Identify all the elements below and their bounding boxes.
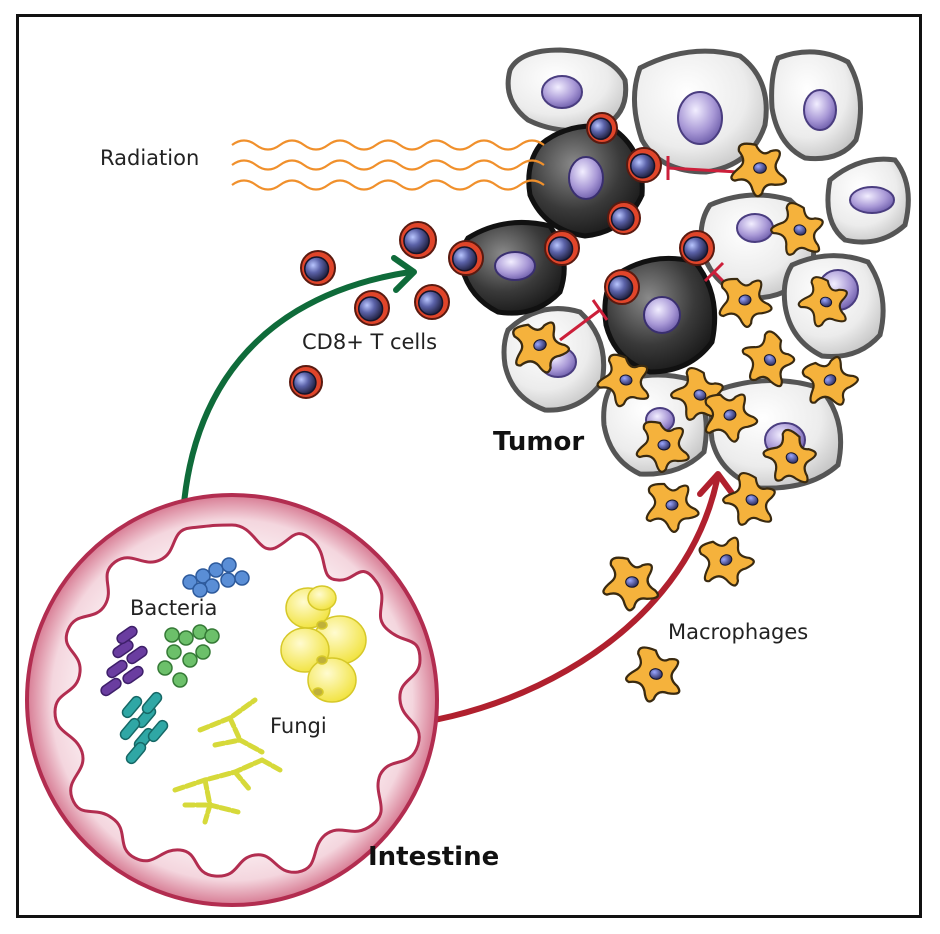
macrophage — [801, 355, 859, 406]
macrophage — [596, 353, 650, 408]
normal-cell — [825, 156, 911, 245]
cd8-t-cell — [354, 290, 390, 326]
macrophage — [625, 646, 681, 703]
bacteria-purple-rods — [100, 625, 148, 697]
bacteria-teal-rods — [119, 691, 169, 765]
macrophage — [704, 393, 759, 443]
tumor-label: Tumor — [493, 427, 585, 457]
inhibition-line — [666, 156, 739, 180]
green-arrowhead — [391, 255, 417, 293]
macrophages-label: Macrophages — [668, 620, 809, 644]
red-arrowhead — [697, 471, 737, 499]
cd8-tcells-label: CD8+ T cells — [302, 330, 438, 354]
intestine-label: Intestine — [368, 842, 500, 872]
cd8-t-cell — [604, 269, 640, 305]
bacteria-green-cocci — [157, 624, 220, 688]
radiation-waves — [231, 139, 545, 191]
macrophage — [770, 201, 824, 256]
macrophage — [797, 276, 848, 328]
bacteria-blue-cocci — [182, 557, 250, 598]
cd8-t-cell — [626, 147, 662, 183]
macrophage — [722, 471, 776, 526]
normal-cell — [505, 47, 629, 134]
cd8-t-cell — [448, 240, 484, 276]
normal-cell — [631, 48, 769, 175]
cd8-t-cell — [544, 230, 580, 266]
cd8-t-cell — [586, 112, 618, 144]
cd8-t-cell — [300, 250, 336, 286]
cd8-t-cell — [679, 230, 715, 266]
cd8-t-cell — [414, 284, 450, 320]
macrophage — [762, 428, 817, 484]
radiation-label: Radiation — [100, 146, 200, 170]
cd8-t-cell — [607, 201, 641, 235]
macrophage — [512, 321, 571, 374]
macrophage — [635, 420, 690, 473]
macrophage — [718, 277, 773, 328]
bacteria-label: Bacteria — [130, 596, 218, 620]
fungi-hyphae — [172, 697, 283, 825]
macrophage — [730, 142, 788, 198]
tumor-tissue — [459, 47, 911, 491]
macrophage — [602, 556, 660, 612]
fungi-yeast — [280, 585, 367, 703]
intestine — [25, 493, 439, 907]
macrophage — [645, 482, 700, 533]
inhibition-line — [559, 299, 609, 342]
macrophage — [698, 536, 755, 587]
cd8-t-cell — [289, 365, 323, 399]
cd8-t-cell — [399, 221, 437, 259]
macrophage — [741, 330, 796, 388]
normal-cell — [769, 49, 863, 162]
fungi-label: Fungi — [270, 714, 327, 738]
